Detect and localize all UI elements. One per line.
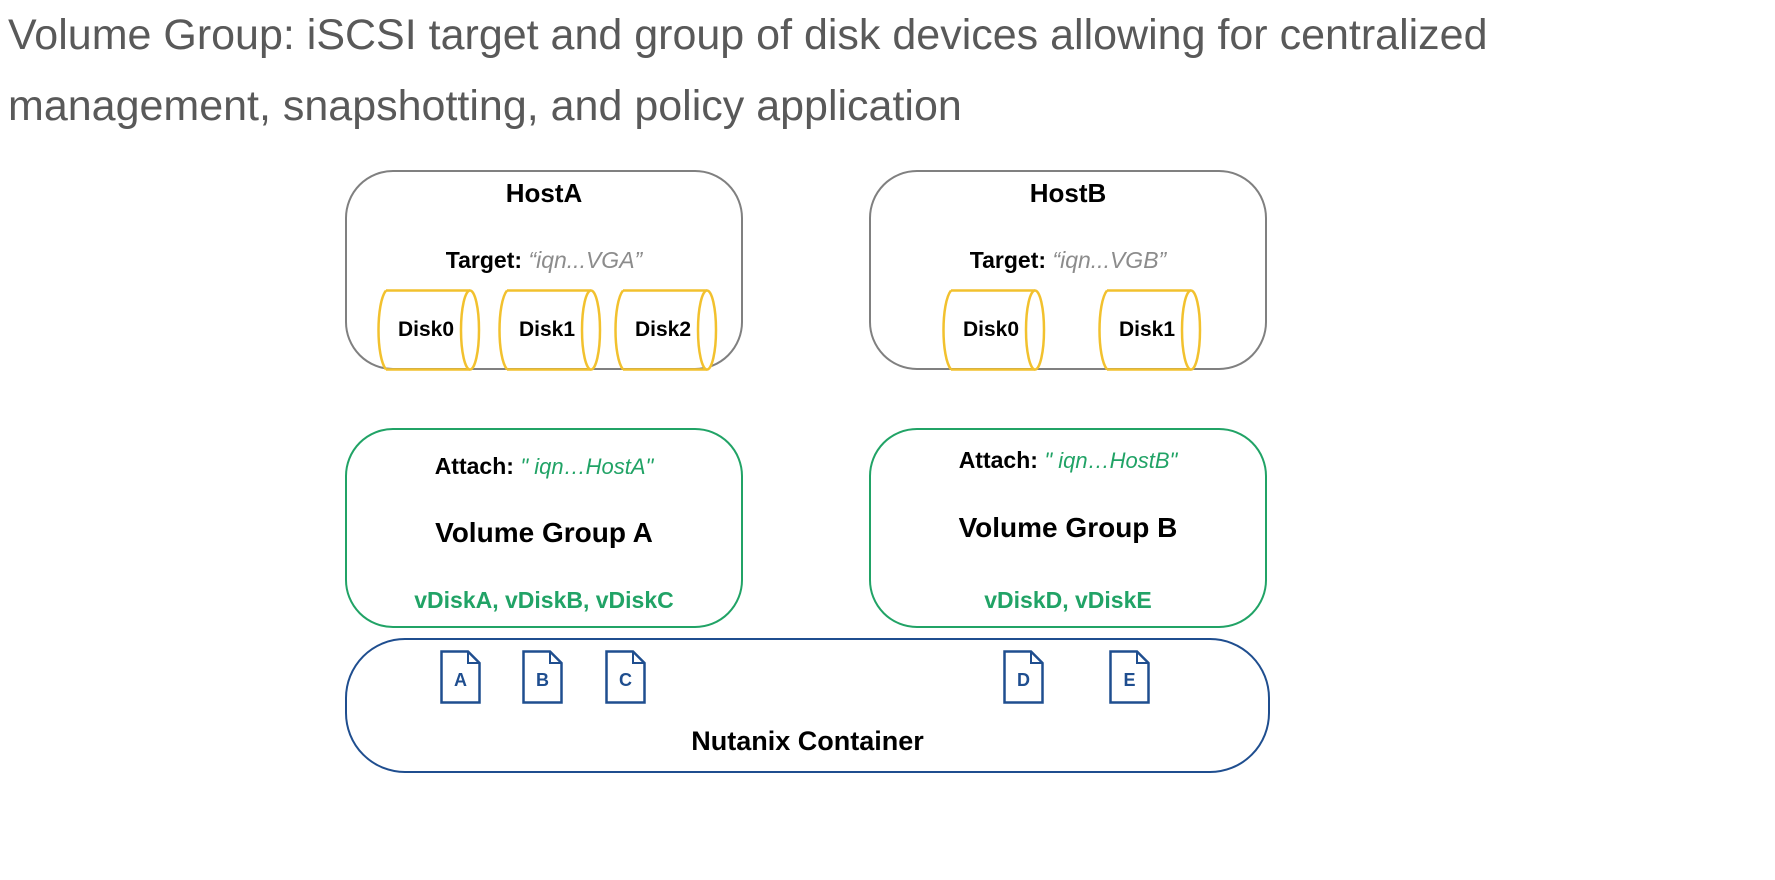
host-a-target: Target: “iqn...VGA” (345, 247, 743, 274)
volume-group-a-name: Volume Group A (435, 517, 653, 548)
disk-label: Disk0 (962, 318, 1020, 341)
host-a-disk-0: Disk0 (376, 289, 486, 371)
disk-icon (377, 289, 481, 371)
disk-label: Disk1 (518, 318, 576, 341)
file-icon (605, 650, 646, 704)
vdisk-file-e: E (1109, 650, 1157, 710)
host-b-title: HostB (1029, 178, 1107, 208)
disk-icon (942, 289, 1046, 371)
volume-group-a-vdisks: vDiskA, vDiskB, vDiskC (414, 587, 674, 613)
host-b-target-value: “iqn...VGB” (1052, 247, 1167, 273)
file-label: C (619, 670, 632, 690)
disk-icon (614, 289, 718, 371)
host-a-target-label: Target: (445, 247, 523, 273)
disk-label: Disk2 (634, 318, 692, 341)
file-icon (440, 650, 481, 704)
volume-group-b-name: Volume Group B (958, 512, 1178, 543)
host-b-target-label: Target: (969, 247, 1047, 273)
file-icon (522, 650, 563, 704)
host-b-target: Target: “iqn...VGB” (869, 247, 1267, 274)
volume-group-b-attach-value: " iqn…HostB" (1044, 448, 1178, 473)
file-label: D (1017, 670, 1030, 690)
vdisk-file-c: C (605, 650, 653, 710)
disk-label: Disk1 (1118, 318, 1176, 341)
file-icon (1003, 650, 1044, 704)
vdisk-file-a: A (440, 650, 488, 710)
volume-group-b-attach-label: Attach: (958, 447, 1038, 473)
host-a-box (345, 170, 743, 370)
disk-icon (1098, 289, 1202, 371)
volume-group-b-attach: Attach: " iqn…HostB" (869, 447, 1267, 474)
heading-line-1: Volume Group: iSCSI target and group of … (8, 11, 1488, 59)
volume-group-b-box (869, 428, 1267, 628)
nutanix-container-label: Nutanix Container (691, 726, 924, 756)
volume-group-a-box (345, 428, 743, 628)
file-label: E (1123, 670, 1136, 690)
volume-group-a-attach-label: Attach: (434, 453, 514, 479)
volume-group-b-vdisks: vDiskD, vDiskE (984, 587, 1152, 613)
diagram-heading: Volume Group: iSCSI target and group of … (8, 0, 1768, 142)
file-label: A (454, 670, 467, 690)
host-b-disk-1: Disk1 (1097, 289, 1207, 371)
vdisk-file-d: D (1003, 650, 1051, 710)
host-a-disk-1: Disk1 (497, 289, 607, 371)
disk-icon (498, 289, 602, 371)
vdisk-file-b: B (522, 650, 570, 710)
disk-label: Disk0 (397, 318, 455, 341)
host-b-disk-0: Disk0 (941, 289, 1051, 371)
volume-group-a-attach: Attach: " iqn…HostA" (345, 453, 743, 480)
volume-group-a-attach-value: " iqn…HostA" (520, 454, 654, 479)
file-label: B (536, 670, 549, 690)
file-icon (1109, 650, 1150, 704)
host-a-target-value: “iqn...VGA” (528, 247, 643, 273)
host-a-title: HostA (505, 178, 583, 208)
host-a-disk-2: Disk2 (613, 289, 723, 371)
heading-line-2: management, snapshotting, and policy app… (8, 82, 962, 130)
